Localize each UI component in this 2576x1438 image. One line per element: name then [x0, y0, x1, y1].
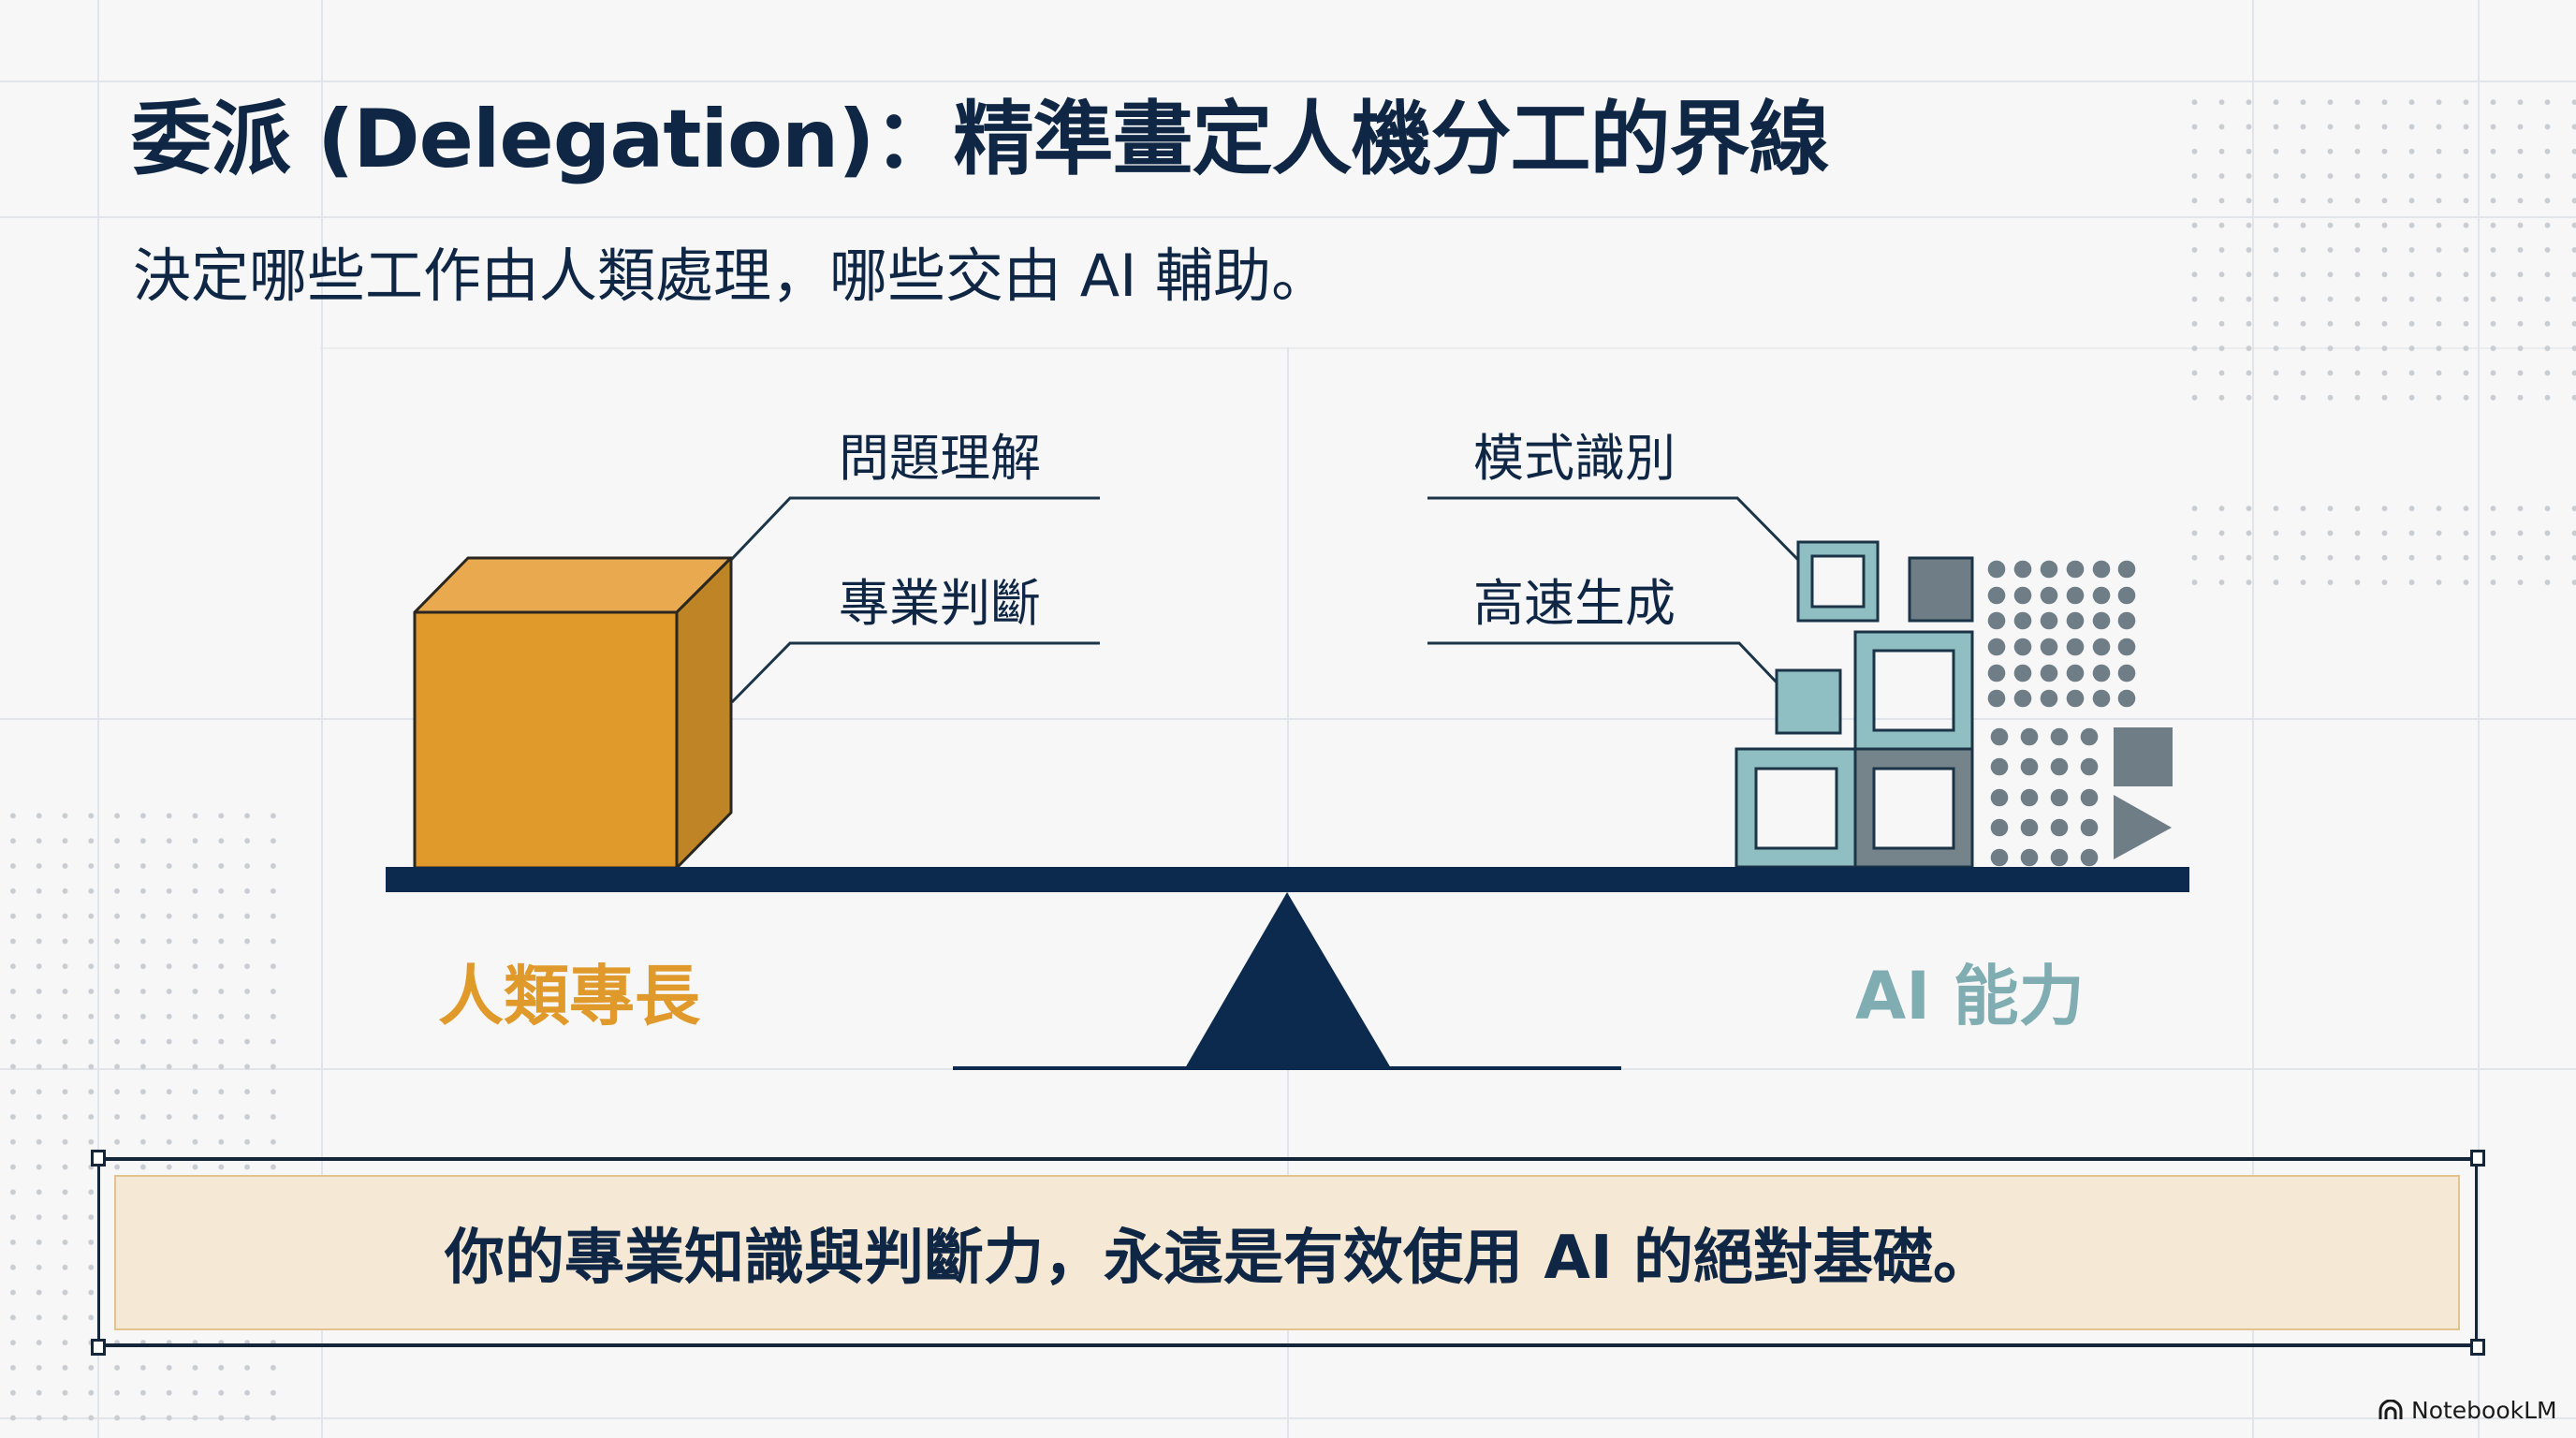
- cube-icon: [413, 556, 733, 870]
- banner-background: [114, 1175, 2460, 1330]
- callout-professional-judgment: 專業判斷: [839, 574, 1041, 633]
- banner-frame: [97, 1157, 2478, 1347]
- scale-fulcrum: [1185, 892, 1391, 1068]
- slide-subtitle: 決定哪些工作由人類處理，哪些交由 AI 輔助。: [133, 242, 1330, 310]
- grid-line: [2252, 0, 2254, 1438]
- resize-handle-bottom-left: [91, 1339, 106, 1356]
- grid-line: [97, 0, 99, 1438]
- notebooklm-brand: NotebookLM: [2378, 1396, 2557, 1424]
- callout-problem-understanding: 問題理解: [839, 429, 1041, 488]
- human-expertise-label: 人類專長: [438, 958, 700, 1034]
- grid-line: [2478, 0, 2480, 1438]
- grid-line: [321, 0, 323, 1438]
- callout-pattern-recognition: 模式識別: [1473, 429, 1676, 488]
- scale-beam: [386, 867, 2189, 892]
- dot-pattern-right-middle: [2181, 496, 2576, 595]
- ai-capability-label: AI 能力: [1855, 958, 2085, 1034]
- grid-line: [1287, 347, 1289, 1438]
- resize-handle-top-right: [2470, 1150, 2485, 1167]
- callout-fast-generation: 高速生成: [1473, 574, 1676, 633]
- slide-title: 委派 (Delegation)：精準畫定人機分工的界線: [131, 93, 1830, 186]
- resize-handle-top-left: [91, 1150, 106, 1167]
- ai-dot-grid-icon: [1987, 560, 2136, 867]
- leader-lines-left: [729, 496, 1100, 704]
- grid-line: [0, 216, 2576, 218]
- grid-line: [320, 347, 2576, 349]
- leader-lines-right: [1427, 496, 1800, 685]
- brand-label: NotebookLM: [2411, 1396, 2557, 1424]
- ai-gray-square-icon: [2114, 727, 2173, 786]
- resize-handle-bottom-right: [2470, 1339, 2485, 1356]
- play-arrow-icon: [2114, 795, 2172, 859]
- key-message-text: 你的專業知識與判斷力，永遠是有效使用 AI 的絕對基礎。: [445, 1224, 1993, 1293]
- grid-line: [0, 81, 2576, 82]
- ai-blocks-icon: [1734, 540, 1974, 869]
- ground-line: [953, 1066, 1621, 1070]
- dot-pattern-top-right: [2181, 90, 2576, 410]
- dot-pattern-bottom-left: [0, 803, 277, 1438]
- notebooklm-logo-icon: [2378, 1400, 2403, 1419]
